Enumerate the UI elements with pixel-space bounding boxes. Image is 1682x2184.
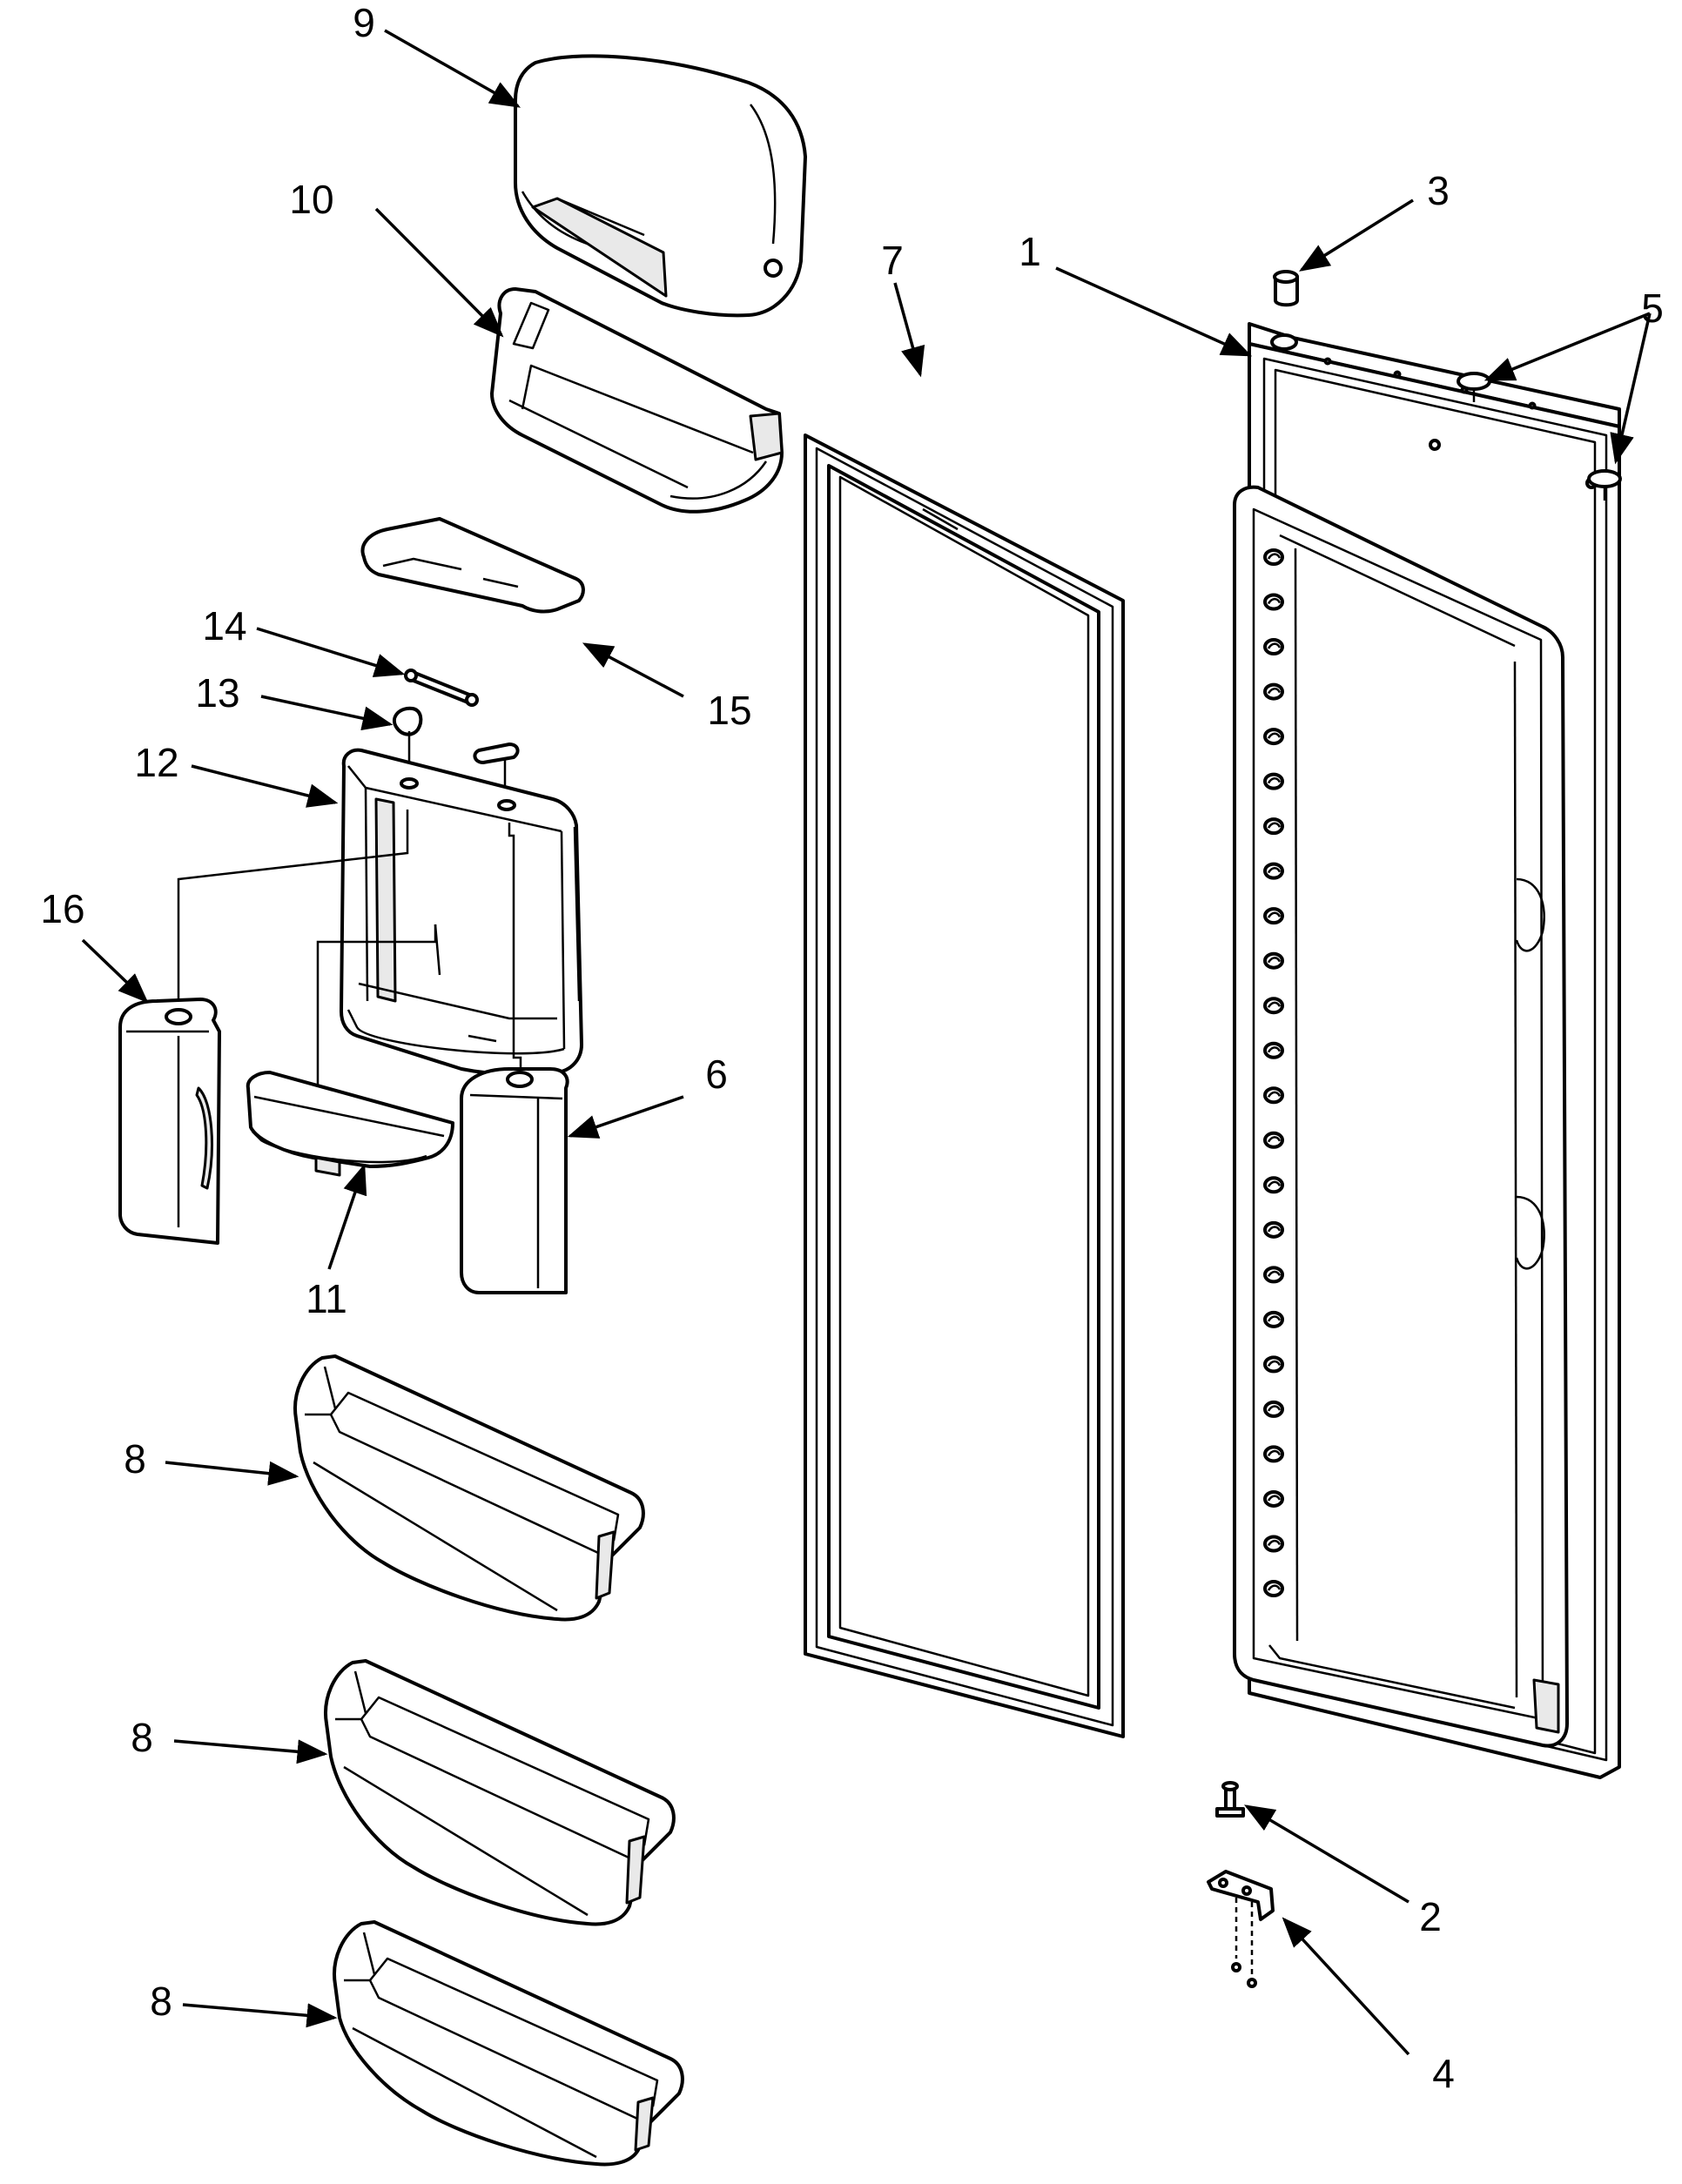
- shelf-support: [1263, 638, 1284, 656]
- shelf-support-detail: [1267, 822, 1282, 829]
- callout-12: 12: [134, 740, 178, 785]
- part-12-frame: [177, 748, 583, 1141]
- shelf-support: [1263, 1086, 1284, 1105]
- shelf-support-detail: [1267, 1046, 1282, 1053]
- callout-8-upper: 8: [124, 1436, 146, 1482]
- part-5-plugs: [1457, 372, 1622, 501]
- shelf-support-detail: [1267, 1584, 1282, 1591]
- shelf-support-detail: [1267, 1360, 1282, 1368]
- shelf-support: [1263, 951, 1284, 970]
- callout-11: 11: [306, 1276, 347, 1321]
- shelf-support-detail: [1267, 1091, 1282, 1098]
- shelf-support: [1263, 1041, 1284, 1059]
- part-10-dairy-bin: [490, 287, 784, 514]
- callout-8-lower: 8: [150, 1979, 172, 2024]
- shelf-support: [1263, 1310, 1284, 1328]
- shelf-support: [1263, 682, 1284, 701]
- part-8-door-bin-lower: [333, 1920, 684, 2167]
- part-13-cam: [393, 706, 520, 803]
- shelf-support: [1263, 1355, 1284, 1374]
- callout-8-middle: 8: [131, 1715, 153, 1760]
- callout-15: 15: [707, 688, 751, 733]
- shelf-support: [1263, 1176, 1284, 1194]
- callout-16: 16: [40, 886, 84, 931]
- callout-9: 9: [353, 0, 375, 45]
- part-8-door-bin-upper: [293, 1354, 645, 1622]
- shelf-support-detail: [1267, 1539, 1282, 1547]
- shelf-support: [1263, 1535, 1284, 1553]
- shelf-support-detail: [1267, 867, 1282, 874]
- shelf-support-detail: [1267, 732, 1282, 739]
- shelf-support-detail: [1267, 1226, 1282, 1233]
- shelf-support: [1263, 772, 1284, 790]
- part-3-cap: [1273, 270, 1299, 307]
- callout-6: 6: [705, 1052, 728, 1097]
- shelf-support-detail: [1267, 1180, 1282, 1187]
- part-1-door-assembly: [1233, 322, 1621, 1779]
- part-4-bracket: [1207, 1870, 1275, 1988]
- shelf-support: [1263, 1400, 1284, 1418]
- shelf-support-detail: [1267, 776, 1282, 784]
- shelf-support: [1263, 548, 1284, 566]
- shelf-support: [1263, 1131, 1284, 1149]
- part-8-door-bin-middle: [324, 1659, 676, 1926]
- part-15-upper-lid: [360, 517, 585, 614]
- shelf-support: [1263, 728, 1284, 746]
- shelf-support-detail: [1267, 642, 1282, 649]
- callout-4: 4: [1432, 2051, 1455, 2096]
- leader-arrows: [81, 29, 1652, 2056]
- part-7-gasket: [804, 433, 1125, 1738]
- shelf-support-detail: [1267, 1270, 1282, 1278]
- shelf-support: [1263, 1220, 1284, 1239]
- shelf-support: [1263, 1580, 1284, 1597]
- callout-7: 7: [881, 238, 904, 283]
- shelf-support-detail: [1267, 597, 1282, 605]
- shelf-support-detail: [1267, 1136, 1282, 1143]
- shelf-support-detail: [1267, 1495, 1282, 1502]
- callout-3: 3: [1427, 168, 1450, 213]
- shelf-support: [1263, 1489, 1284, 1508]
- shelf-support-detail: [1267, 911, 1282, 918]
- shelf-support-detail: [1267, 1449, 1282, 1457]
- part-6-right-cap: [460, 1067, 569, 1294]
- callout-14: 14: [202, 603, 246, 648]
- part-16-left-cap: [118, 998, 221, 1245]
- callout-2: 2: [1419, 1894, 1442, 1939]
- shelf-support-detail: [1267, 1405, 1282, 1412]
- shelf-support-detail: [1267, 1001, 1282, 1008]
- callout-13: 13: [195, 670, 239, 716]
- shelf-support: [1263, 1266, 1284, 1284]
- shelf-support: [1263, 593, 1284, 611]
- callout-5: 5: [1641, 286, 1664, 331]
- shelf-support-detail: [1267, 957, 1282, 964]
- shelf-support: [1263, 817, 1284, 836]
- shelf-support-column: [1263, 548, 1284, 1597]
- shelf-support-detail: [1267, 553, 1282, 560]
- shelf-support: [1263, 1445, 1284, 1463]
- callout-1: 1: [1019, 229, 1041, 274]
- shelf-support: [1263, 997, 1284, 1015]
- shelf-support-detail: [1267, 1315, 1282, 1322]
- callout-10: 10: [289, 177, 333, 222]
- part-9-dairy-door: [514, 54, 807, 318]
- shelf-support: [1263, 862, 1284, 880]
- callout-labels: 9 10 14 13 12 15 16 11 6 8 8 8 7 1 3 5 2…: [40, 0, 1663, 2096]
- part-2-pin: [1215, 1781, 1245, 1818]
- part-14-rod: [404, 669, 479, 707]
- shelf-support: [1263, 907, 1284, 925]
- part-11-small-bin: [246, 1071, 454, 1177]
- shelf-support-detail: [1267, 687, 1282, 695]
